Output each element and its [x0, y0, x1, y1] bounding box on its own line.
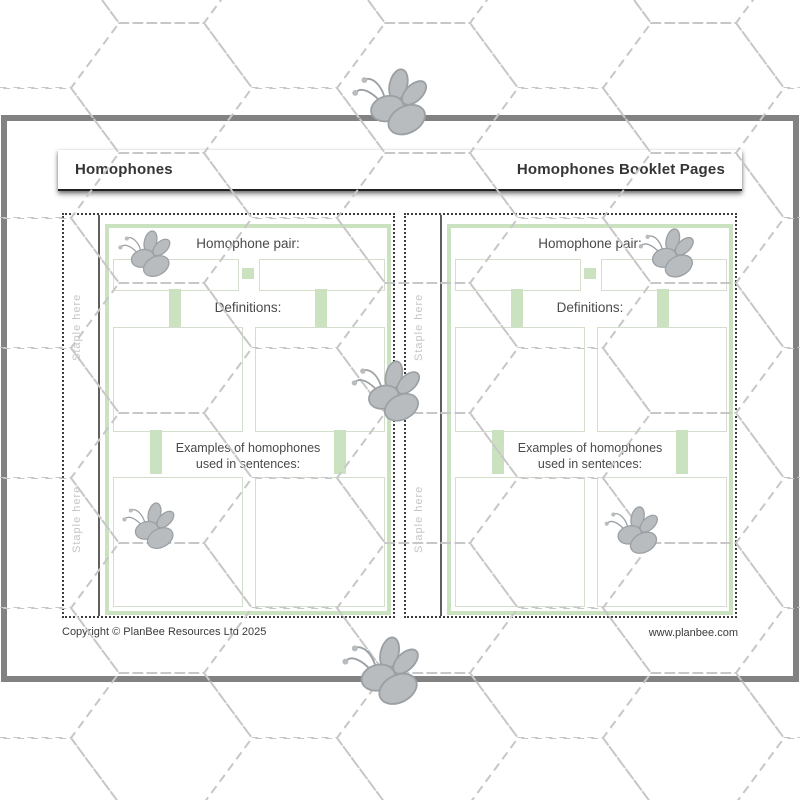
homophone-pair-box-right	[601, 259, 727, 291]
examples-label-line2: used in sentences:	[537, 457, 643, 471]
homophone-pair-label: Homophone pair:	[196, 236, 300, 251]
copyright-text: Copyright © PlanBee Resources Ltd 2025	[62, 626, 267, 638]
examples-label: Examples of homophones used in sentences…	[109, 440, 387, 472]
examples-label-line1: Examples of homophones	[175, 441, 321, 455]
website-text: www.planbee.com	[648, 627, 738, 639]
example-box-left	[113, 477, 243, 607]
homophone-pair-box-right	[259, 259, 385, 291]
booklet-page-left: Staple here Staple here Homophone pair: …	[62, 213, 395, 618]
fold-line	[440, 215, 442, 616]
definitions-label: Definitions:	[556, 300, 624, 315]
header-bar: Homophones Homophones Booklet Pages	[58, 150, 742, 191]
pair-connector	[584, 268, 596, 279]
homophone-pair-box-left	[113, 259, 239, 291]
examples-label: Examples of homophones used in sentences…	[451, 440, 729, 472]
definitions-label: Definitions:	[214, 300, 282, 315]
definition-box-right	[597, 327, 727, 432]
example-box-right	[597, 477, 727, 607]
definition-box-left	[455, 327, 585, 432]
pair-connector	[242, 268, 254, 279]
staple-here-label: Staple here	[71, 485, 83, 553]
homophone-pair-box-left	[455, 259, 581, 291]
booklet-page-right: Staple here Staple here Homophone pair: …	[404, 213, 737, 618]
examples-label-line1: Examples of homophones	[517, 441, 663, 455]
staple-here-label: Staple here	[71, 293, 83, 361]
definition-box-left	[113, 327, 243, 432]
lesson-title: Homophones	[75, 161, 173, 178]
fold-line	[98, 215, 100, 616]
example-box-right	[255, 477, 385, 607]
staple-here-label: Staple here	[413, 293, 425, 361]
example-box-left	[455, 477, 585, 607]
staple-here-label: Staple here	[413, 485, 425, 553]
resource-title: Homophones Booklet Pages	[516, 161, 725, 178]
examples-label-line2: used in sentences:	[195, 457, 301, 471]
definition-box-right	[255, 327, 385, 432]
homophone-pair-label: Homophone pair:	[538, 236, 642, 251]
